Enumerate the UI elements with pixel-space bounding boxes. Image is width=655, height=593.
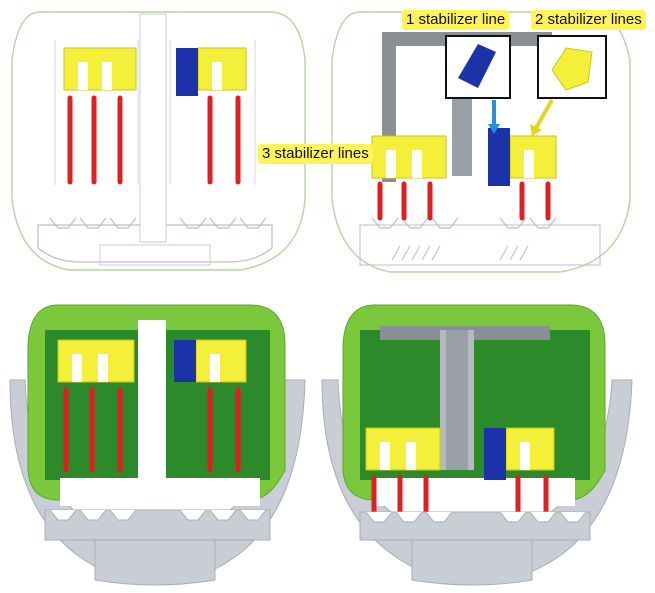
white-crossbar [375,478,575,506]
panel-bottom-left [9,304,306,586]
yellow-part-icon [551,47,593,91]
red-lines-bottom-right [371,475,549,515]
blue-part-icon [458,44,496,88]
panel-top-right [331,11,631,273]
outline-hatch [391,245,529,261]
gray-base [44,509,271,586]
outline-teeth [49,217,267,229]
yellow-ejector-left [371,135,447,179]
yellow-ejector-right [174,339,247,383]
outline-teeth [371,217,557,229]
white-crossbar [60,478,260,506]
yellow-ejector-left [57,339,135,383]
outline-lower-body [359,224,601,266]
yellow-ejector-right [484,427,555,480]
label-three-stabilizer: 3 stabilizer lines [258,144,373,164]
yellow-ejector-right [176,47,247,96]
panel-top-left [11,11,306,271]
yellow-ejector-left [63,47,137,91]
red-lines-top-left [67,95,241,185]
gray-base [359,511,591,586]
outline-bottom-block [99,244,211,266]
outline-frame [11,11,306,271]
red-lines-bottom-left [63,387,241,473]
outline-center-channel [139,13,167,243]
panel-bottom-right [321,304,633,586]
yellow-ejector-left [365,427,441,471]
outline-frame [331,11,631,273]
gray-stabilizer-frame [380,326,550,470]
inset-one-stabilizer [445,35,511,99]
yellow-ejector-right [488,128,557,186]
callout-arrows [488,99,554,136]
inset-two-stabilizer [537,35,607,99]
label-one-stabilizer: 1 stabilizer line [402,10,510,30]
red-lines-top-right [377,181,551,221]
outline-ribs [54,40,256,185]
label-two-stabilizer: 2 stabilizer lines [531,10,646,30]
outline-lower-body [37,224,273,263]
